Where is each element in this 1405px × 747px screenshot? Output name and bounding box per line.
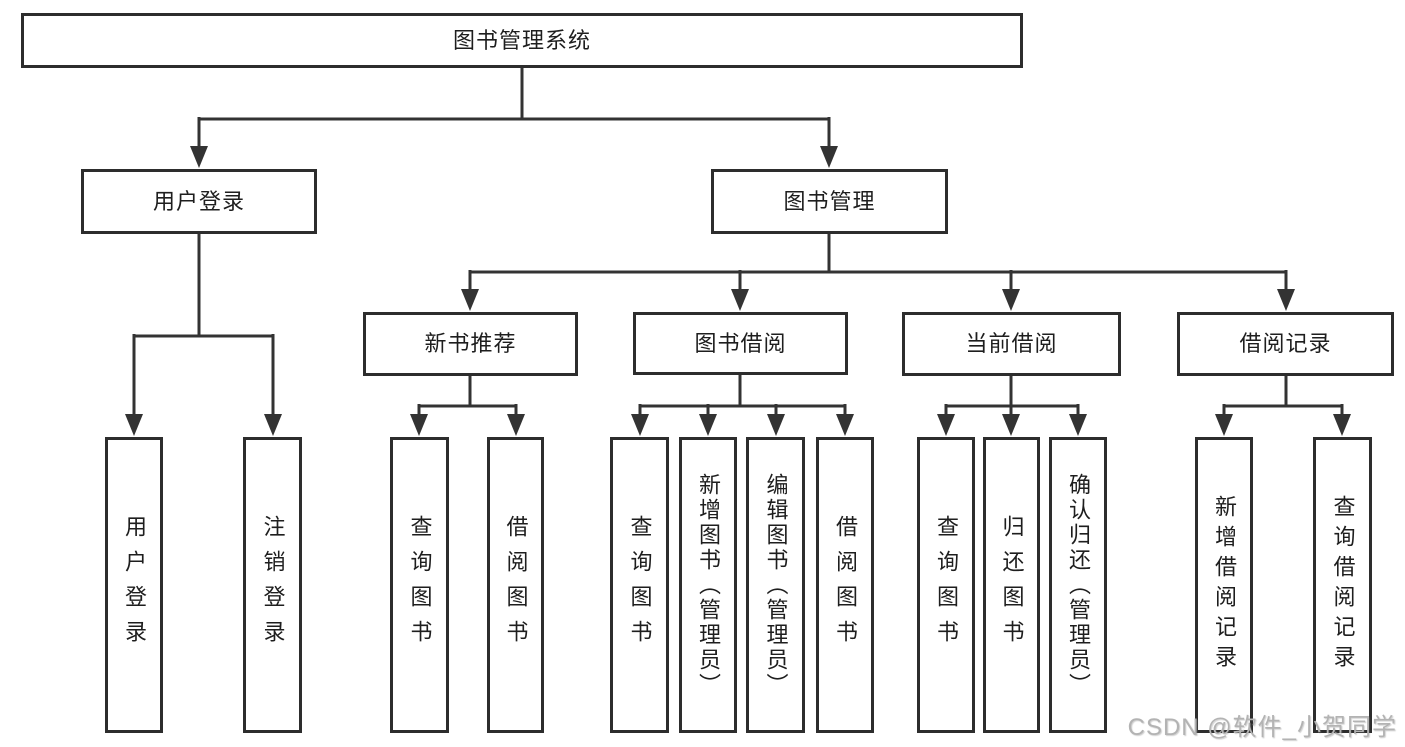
leaf-user-login: 用户登录 [105, 437, 163, 733]
leaf-label: 确认归还（管理员） [1066, 472, 1091, 698]
node-library-management-system: 图书管理系统 [21, 13, 1023, 68]
leaf-label: 查询图书 [934, 515, 959, 655]
leaf-add-borrow-record: 新增借阅记录 [1195, 437, 1253, 733]
leaf-logout: 注销登录 [243, 437, 302, 733]
leaf-borrow-books: 借阅图书 [816, 437, 874, 733]
leaf-query-books-recommend: 查询图书 [390, 437, 449, 733]
node-current-borrowing: 当前借阅 [902, 312, 1121, 376]
node-label: 新书推荐 [424, 331, 517, 356]
node-label: 当前借阅 [965, 331, 1058, 356]
leaf-query-books-current: 查询图书 [917, 437, 975, 733]
node-book-borrowing: 图书借阅 [633, 312, 848, 375]
leaf-label: 借阅图书 [503, 515, 529, 655]
node-label: 图书管理系统 [452, 27, 591, 53]
leaf-label: 归还图书 [999, 515, 1025, 655]
node-borrowing-records: 借阅记录 [1177, 312, 1394, 376]
node-label: 用户登录 [152, 188, 245, 214]
node-label: 图书管理 [783, 188, 876, 214]
leaf-confirm-return-admin: 确认归还（管理员） [1049, 437, 1107, 733]
leaf-label: 新增图书（管理员） [696, 472, 721, 698]
node-book-management: 图书管理 [711, 169, 948, 234]
leaf-query-books-borrowing: 查询图书 [610, 437, 669, 733]
leaf-label: 查询借阅记录 [1330, 495, 1356, 675]
node-user-login: 用户登录 [81, 169, 317, 234]
leaf-label: 注销登录 [260, 515, 286, 655]
csdn-watermark: CSDN @软件_小贺同学 [1127, 714, 1397, 741]
leaf-add-books-admin: 新增图书（管理员） [679, 437, 737, 733]
leaf-label: 编辑图书（管理员） [763, 472, 789, 698]
node-new-book-recommendation: 新书推荐 [363, 312, 578, 376]
leaf-borrow-books-recommend: 借阅图书 [487, 437, 544, 733]
leaf-query-borrow-record: 查询借阅记录 [1313, 437, 1372, 733]
leaf-return-books: 归还图书 [983, 437, 1040, 733]
leaf-label: 借阅图书 [833, 515, 858, 655]
node-label: 图书借阅 [694, 330, 787, 356]
leaf-label: 查询图书 [627, 515, 653, 655]
leaf-label: 新增借阅记录 [1212, 495, 1237, 675]
node-label: 借阅记录 [1239, 331, 1332, 356]
leaf-label: 查询图书 [407, 515, 433, 655]
leaf-label: 用户登录 [122, 515, 147, 655]
leaf-edit-books-admin: 编辑图书（管理员） [746, 437, 805, 733]
